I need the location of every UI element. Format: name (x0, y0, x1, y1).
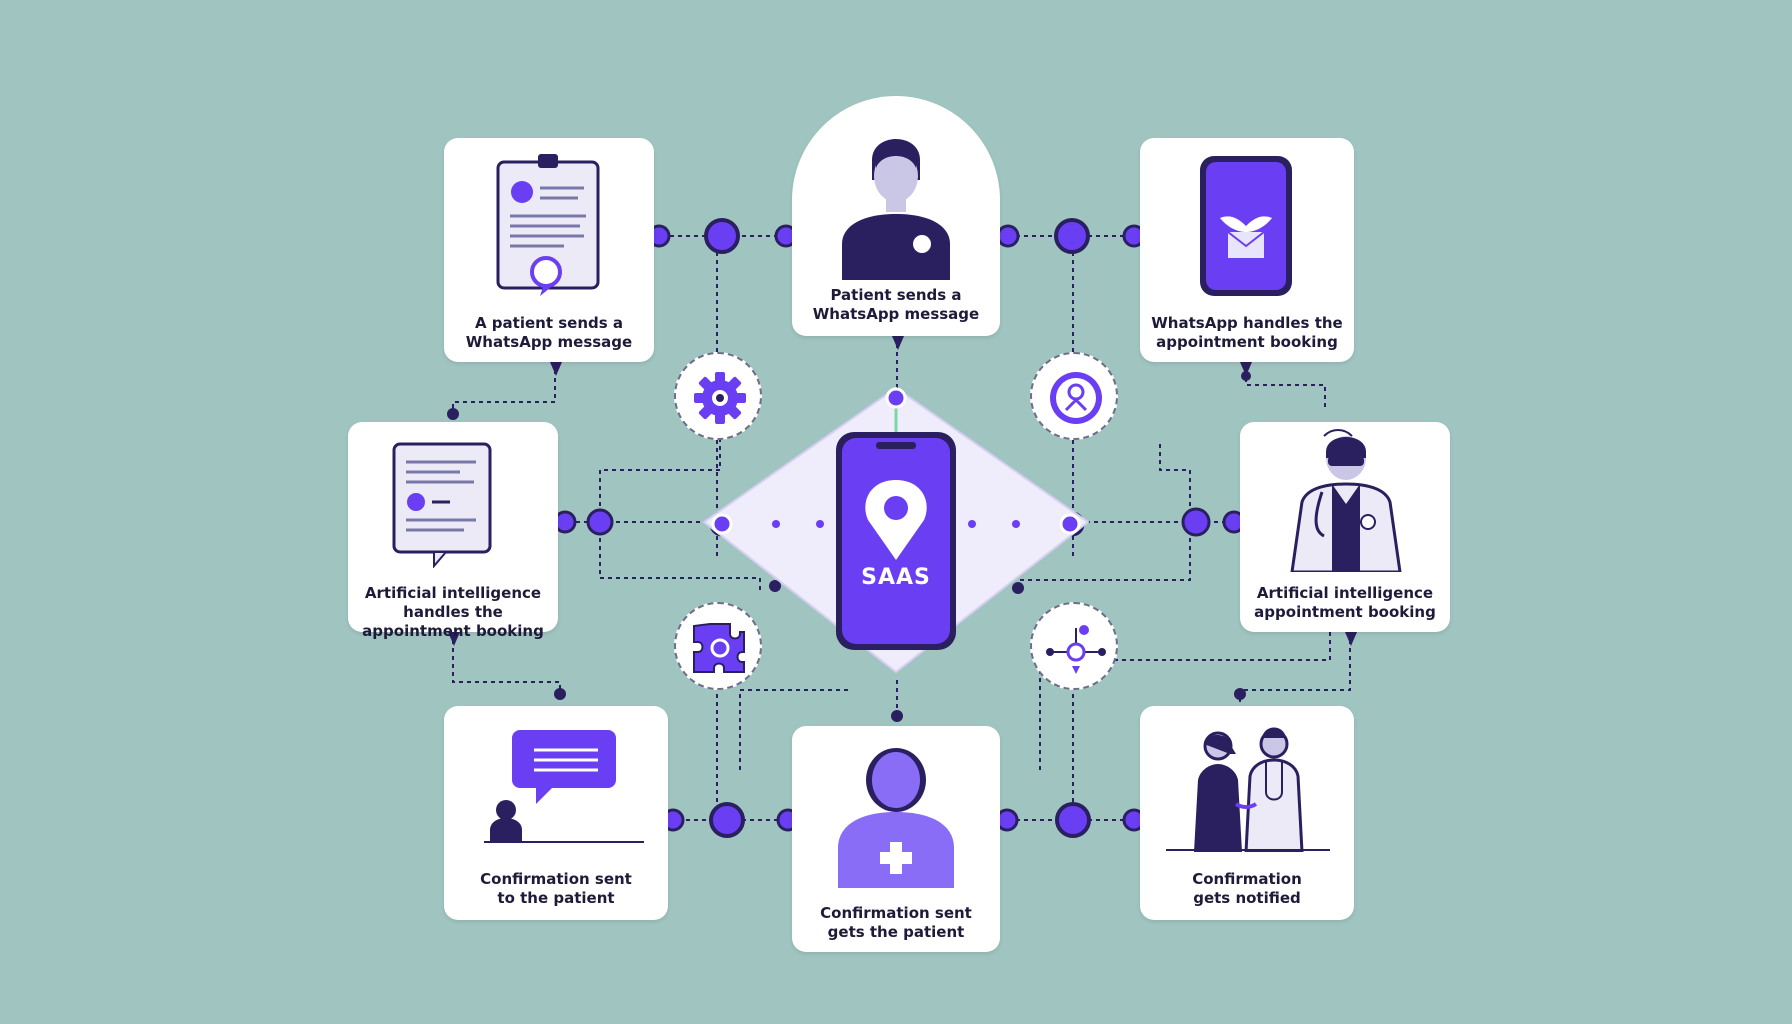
chat-document-icon (392, 442, 492, 568)
network-icon (1046, 625, 1106, 674)
node-patient-sends[interactable]: Patient sends a WhatsApp message (792, 96, 1000, 336)
hub-label: SAAS (861, 565, 931, 590)
gear-icon (694, 372, 746, 424)
node-confirmation-notified[interactable]: Confirmation gets notified (1140, 706, 1354, 920)
network-badge (1030, 602, 1118, 690)
patient-avatar-icon (842, 139, 950, 280)
node-caption: Confirmation sent to the patient (480, 870, 632, 907)
user-circle-badge (1030, 352, 1118, 440)
gear-badge (674, 352, 762, 440)
node-caption: Artificial intelligence appointment book… (1254, 584, 1436, 621)
node-patient-message[interactable]: A patient sends a WhatsApp message (444, 138, 654, 362)
puzzle-badge (674, 602, 762, 690)
doctor-icon (1290, 429, 1402, 572)
node-confirmation-sent[interactable]: Confirmation sent to the patient (444, 706, 668, 920)
puzzle-icon (693, 623, 745, 673)
patient-plus-icon (838, 748, 954, 888)
node-caption: Artificial intelligence handles the appo… (362, 584, 544, 640)
document-icon (496, 154, 600, 296)
node-ai-appointment-booking[interactable]: Artificial intelligence appointment book… (1240, 422, 1450, 632)
node-caption: A patient sends a WhatsApp message (465, 314, 633, 351)
node-caption: Patient sends a WhatsApp message (812, 286, 980, 323)
phone-envelope-icon (1200, 156, 1292, 296)
saas-hub (702, 386, 1090, 674)
doctor-patient-icon (1166, 727, 1330, 852)
node-caption: Confirmation sent gets the patient (820, 904, 972, 941)
node-ai-handles-booking[interactable]: Artificial intelligence handles the appo… (348, 422, 558, 640)
user-circle-icon (1050, 372, 1102, 424)
node-appointment-booking[interactable]: WhatsApp handles the appointment booking (1140, 138, 1354, 362)
node-caption: Confirmation gets notified (1192, 870, 1302, 907)
node-caption: WhatsApp handles the appointment booking (1151, 314, 1343, 351)
node-confirmation-patient[interactable]: Confirmation sent gets the patient (792, 726, 1000, 952)
chat-bubble-person-icon (484, 730, 644, 843)
